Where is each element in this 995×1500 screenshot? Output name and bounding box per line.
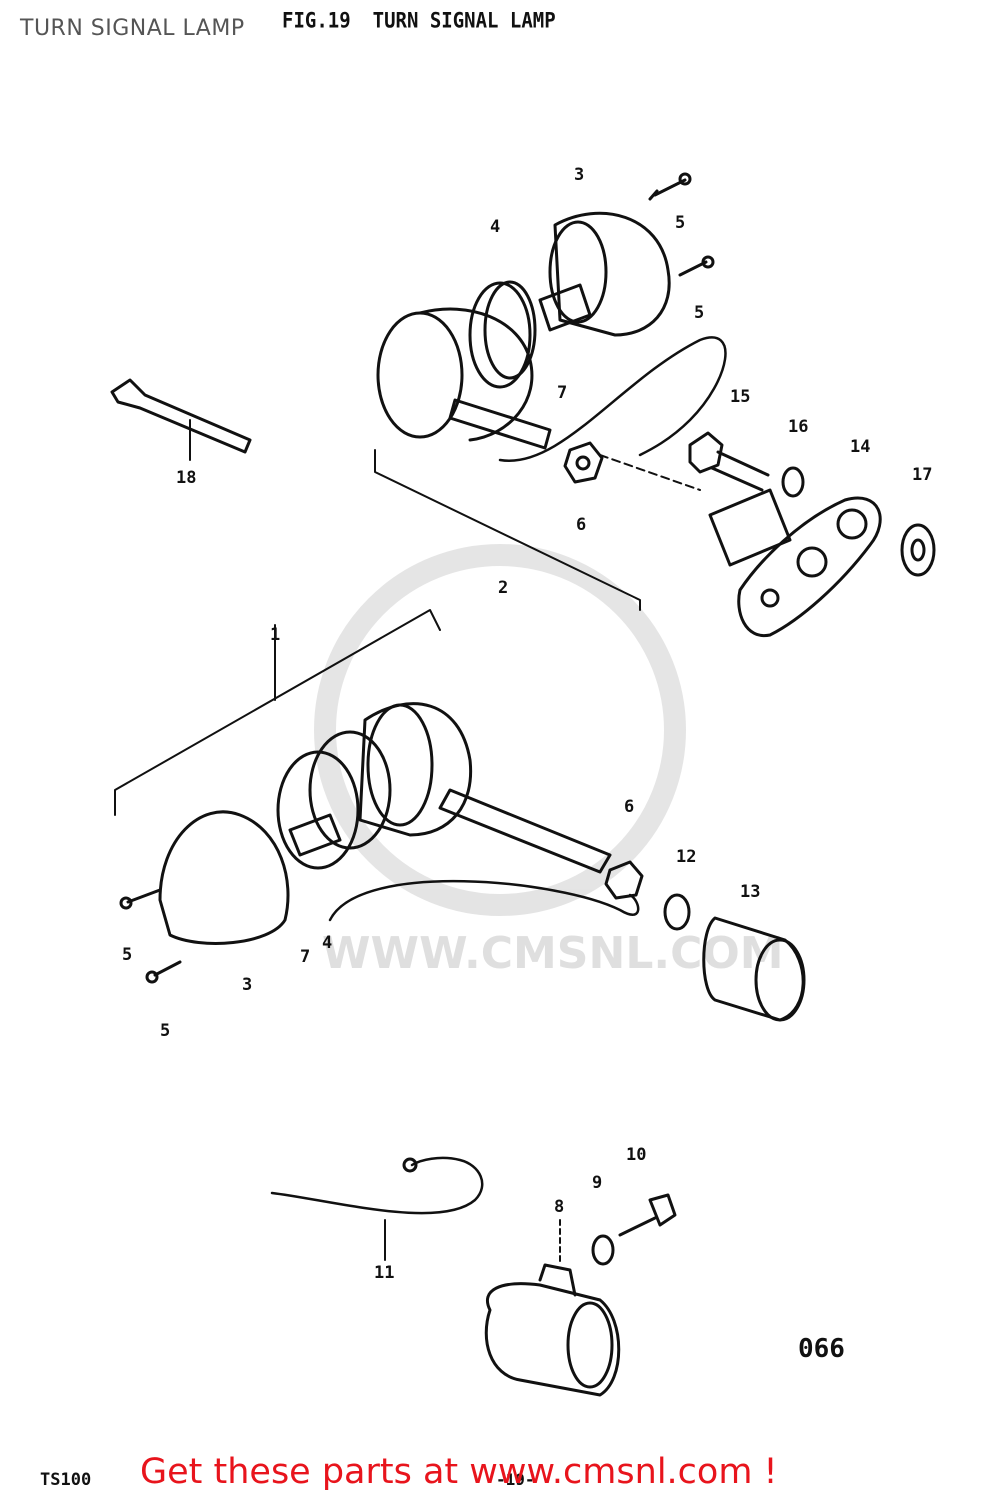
- page-title: TURN SIGNAL LAMP: [20, 16, 245, 41]
- housing-upper: [553, 211, 671, 337]
- callout-9: 9: [592, 1173, 602, 1193]
- wire-lower: [328, 879, 640, 922]
- screw-head-lower-1: [119, 896, 133, 910]
- callout-12: 12: [676, 847, 696, 867]
- relay-bracket: [538, 1263, 577, 1297]
- bolt-10-head: [648, 1193, 677, 1227]
- housing-opening-lower: [366, 703, 434, 827]
- cta-link[interactable]: Get these parts at www.cmsnl.com !: [140, 1452, 778, 1492]
- watermark-ring: [314, 544, 686, 916]
- callout-3-lower: 3: [242, 975, 252, 995]
- screw-head-upper-1: [678, 172, 692, 186]
- figure-number: FIG.19: [282, 8, 351, 34]
- turn-signal-assembly-lower: [114, 609, 806, 1022]
- spacer-13-face: [754, 938, 806, 1022]
- wire-upper: [498, 336, 727, 463]
- page-number: -19-: [496, 1470, 535, 1489]
- callout-5-upper-1: 5: [675, 213, 685, 233]
- callout-3-upper: 3: [574, 165, 584, 185]
- bolt-shank: [710, 450, 770, 492]
- screw-head-upper-2: [701, 255, 715, 269]
- diagram-page-code: 066: [798, 1334, 845, 1364]
- flasher-relay: [484, 1282, 621, 1397]
- callout-13: 13: [740, 882, 760, 902]
- callout-6-upper: 6: [576, 515, 586, 535]
- spacer-tube: [708, 488, 792, 567]
- bolt-head: [688, 431, 724, 474]
- callout-17: 17: [912, 465, 932, 485]
- callout-4-upper: 4: [490, 217, 500, 237]
- callout-5-lower-2: 5: [160, 1021, 170, 1041]
- callout-5-lower-1: 5: [122, 945, 132, 965]
- gasket-ring-upper: [468, 281, 532, 389]
- nut-hole-upper: [575, 455, 591, 471]
- screw-lower-1: [126, 888, 162, 904]
- figure-title: FIG.19 TURN SIGNAL LAMP: [282, 9, 556, 33]
- bracket-hole-3: [836, 508, 868, 540]
- callout-2: 2: [498, 578, 508, 598]
- callout-16: 16: [788, 417, 808, 437]
- bracket-hole-1: [760, 588, 780, 608]
- callout-4-lower: 4: [322, 933, 332, 953]
- stay-18-body: [110, 378, 252, 454]
- washer-12: [663, 893, 691, 931]
- relay-end-cap: [566, 1301, 614, 1389]
- callout-5-upper-2: 5: [694, 303, 704, 323]
- washer-9: [591, 1234, 615, 1266]
- screw-upper-1: [648, 178, 687, 201]
- callout-6-lower: 6: [624, 797, 634, 817]
- housing-lower: [358, 702, 473, 837]
- callout-7-lower: 7: [300, 947, 310, 967]
- turn-signal-assembly-upper: [374, 172, 936, 637]
- bolt-10-shank: [618, 1216, 657, 1237]
- callout-18: 18: [176, 468, 196, 488]
- callout-7-upper: 7: [557, 383, 567, 403]
- lens-lower: [158, 810, 290, 945]
- stem-lower: [438, 788, 612, 874]
- bulb-upper: [538, 283, 592, 332]
- bulb-lower: [288, 813, 342, 857]
- wire-11: [270, 1156, 484, 1215]
- stem-upper: [448, 398, 552, 450]
- callout-14: 14: [850, 437, 870, 457]
- stay-part-18: [110, 378, 252, 461]
- callout-1: 1: [270, 625, 280, 645]
- figure-name: TURN SIGNAL LAMP: [372, 8, 556, 34]
- washer-17: [900, 523, 936, 577]
- washer-16: [781, 466, 805, 498]
- relay-group: [270, 1156, 677, 1397]
- cmsnl-watermark: WWW.CMSNL.COM: [314, 544, 784, 979]
- housing-opening-upper: [548, 220, 608, 324]
- watermark-text: WWW.CMSNL.COM: [322, 928, 784, 979]
- mounting-bracket: [737, 496, 882, 637]
- screw-upper-2: [678, 260, 708, 277]
- nut-upper: [563, 441, 604, 484]
- washer-17-hole: [910, 538, 926, 562]
- screw-head-lower-2: [145, 970, 159, 984]
- axis-line-upper: [599, 454, 701, 491]
- callout-8: 8: [554, 1197, 564, 1217]
- callout-11: 11: [374, 1263, 394, 1283]
- callout-10: 10: [626, 1145, 646, 1165]
- model-code: TS100: [40, 1470, 92, 1490]
- callout-labels: 3 4 5 5 7 15 16 14 17 18 6 2 1 6 12 13 4…: [122, 165, 932, 1283]
- bracket-hole-2: [796, 546, 828, 578]
- nut-lower: [604, 860, 644, 900]
- screw-lower-2: [153, 960, 182, 977]
- rim-ring-lower: [276, 750, 360, 870]
- gasket-lower: [308, 730, 392, 850]
- assembly-bracket-1: [114, 609, 441, 816]
- callout-15: 15: [730, 387, 750, 407]
- gasket-ring-upper-2: [483, 280, 537, 380]
- wire-11-terminal: [402, 1157, 418, 1173]
- assembly-bracket-2: [374, 449, 641, 611]
